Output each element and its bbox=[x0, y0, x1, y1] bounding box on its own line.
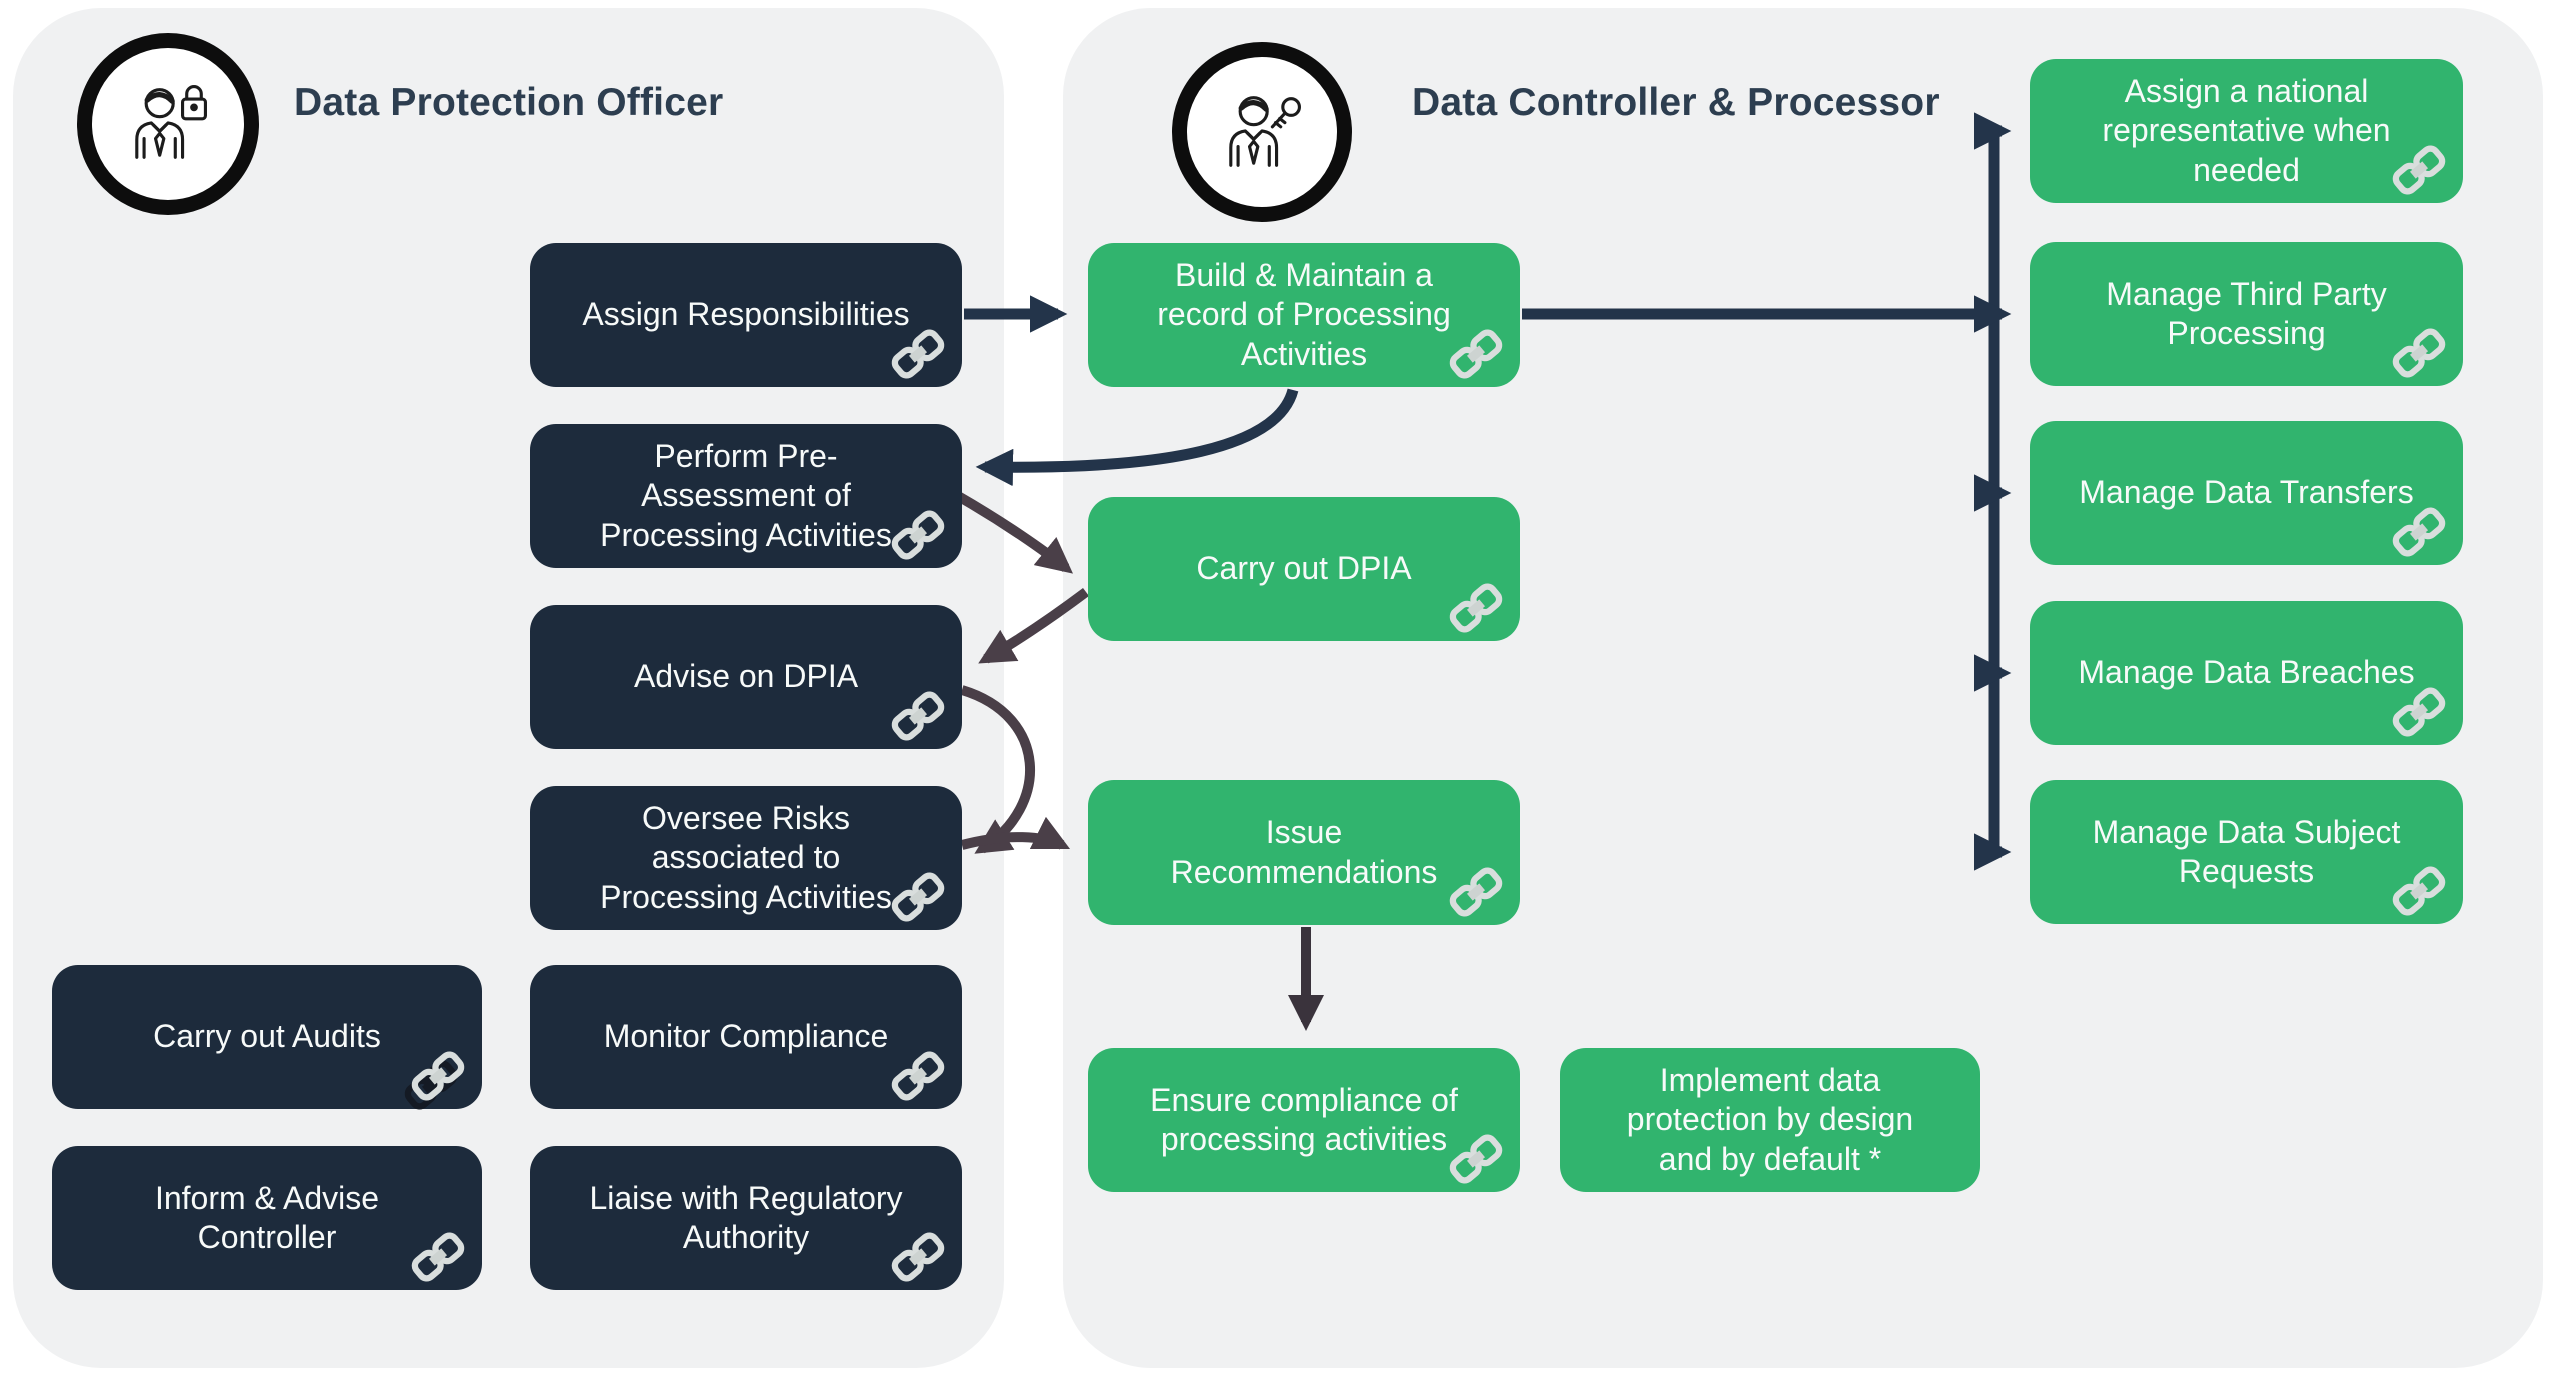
node-manage-data-subject-requests[interactable]: Manage Data Subject Requests bbox=[2030, 780, 2463, 924]
node-carry-out-dpia[interactable]: Carry out DPIA bbox=[1088, 497, 1520, 641]
node-monitor-compliance[interactable]: Monitor Compliance bbox=[530, 965, 962, 1109]
person-with-key-icon bbox=[1229, 96, 1301, 167]
node-label: Manage Data Subject Requests bbox=[2092, 813, 2401, 889]
node-label: Monitor Compliance bbox=[603, 1018, 889, 1055]
controller-role-circle bbox=[1172, 42, 1352, 222]
link-icon[interactable] bbox=[2390, 687, 2448, 737]
controller-title: Data Controller & Processor bbox=[1412, 81, 1940, 124]
node-label: Manage Data Breaches bbox=[2078, 654, 2415, 691]
link-icon[interactable] bbox=[889, 872, 947, 922]
node-assign-national-representative[interactable]: Assign a national representative when ne… bbox=[2030, 59, 2463, 203]
node-label: Oversee Risks associated to Processing A… bbox=[600, 800, 892, 915]
dpo-title: Data Protection Officer bbox=[294, 81, 724, 124]
node-label: Perform Pre-Assessment of Processing Act… bbox=[600, 438, 892, 553]
link-icon[interactable] bbox=[2390, 866, 2448, 916]
node-label: Inform & Advise Controller bbox=[154, 1179, 380, 1255]
node-manage-data-transfers[interactable]: Manage Data Transfers bbox=[2030, 421, 2463, 565]
node-label: Manage Third Party Processing bbox=[2106, 275, 2387, 351]
person-with-lock-icon bbox=[135, 85, 207, 159]
node-label: Advise on DPIA bbox=[633, 658, 859, 695]
link-icon[interactable] bbox=[409, 1232, 467, 1282]
node-ensure-compliance[interactable]: Ensure compliance of processing activiti… bbox=[1088, 1048, 1520, 1192]
node-build-maintain-record[interactable]: Build & Maintain a record of Processing … bbox=[1088, 243, 1520, 387]
link-icon[interactable] bbox=[409, 1051, 467, 1101]
link-icon[interactable] bbox=[2390, 145, 2448, 195]
node-label: Build & Maintain a record of Processing … bbox=[1157, 257, 1451, 372]
node-manage-data-breaches[interactable]: Manage Data Breaches bbox=[2030, 601, 2463, 745]
node-perform-pre-assessment[interactable]: Perform Pre-Assessment of Processing Act… bbox=[530, 424, 962, 568]
node-label: Implement data protection by design and … bbox=[1626, 1062, 1914, 1177]
dpo-role-circle bbox=[77, 33, 259, 215]
node-inform-advise-controller[interactable]: Inform & Advise Controller bbox=[52, 1146, 482, 1290]
link-icon[interactable] bbox=[2390, 507, 2448, 557]
link-icon[interactable] bbox=[889, 1051, 947, 1101]
node-label: Manage Data Transfers bbox=[2079, 474, 2414, 511]
node-label: Assign a national representative when ne… bbox=[2102, 73, 2391, 188]
link-icon[interactable] bbox=[1447, 583, 1505, 633]
link-icon[interactable] bbox=[1447, 329, 1505, 379]
link-icon[interactable] bbox=[889, 691, 947, 741]
node-advise-on-dpia[interactable]: Advise on DPIA bbox=[530, 605, 962, 749]
link-icon[interactable] bbox=[1447, 867, 1505, 917]
node-label: Ensure compliance of processing activiti… bbox=[1150, 1081, 1458, 1157]
link-icon[interactable] bbox=[889, 510, 947, 560]
node-label: Carry out DPIA bbox=[1196, 550, 1412, 587]
node-manage-third-party-processing[interactable]: Manage Third Party Processing bbox=[2030, 242, 2463, 386]
node-issue-recommendations[interactable]: Issue Recommendations bbox=[1088, 780, 1520, 925]
node-label: Carry out Audits bbox=[153, 1018, 381, 1055]
node-implement-data-protection[interactable]: Implement data protection by design and … bbox=[1560, 1048, 1980, 1192]
node-label: Assign Responsibilities bbox=[582, 296, 910, 333]
link-icon[interactable] bbox=[1447, 1134, 1505, 1184]
link-icon[interactable] bbox=[2390, 328, 2448, 378]
link-icon[interactable] bbox=[889, 329, 947, 379]
node-liaise-regulatory-authority[interactable]: Liaise with Regulatory Authority bbox=[530, 1146, 962, 1290]
link-icon[interactable] bbox=[889, 1232, 947, 1282]
node-label: Issue Recommendations bbox=[1170, 814, 1438, 890]
node-label: Liaise with Regulatory Authority bbox=[589, 1179, 903, 1255]
node-carry-out-audits[interactable]: Carry out Audits bbox=[52, 965, 482, 1109]
node-assign-responsibilities[interactable]: Assign Responsibilities bbox=[530, 243, 962, 387]
node-oversee-risks[interactable]: Oversee Risks associated to Processing A… bbox=[530, 786, 962, 930]
